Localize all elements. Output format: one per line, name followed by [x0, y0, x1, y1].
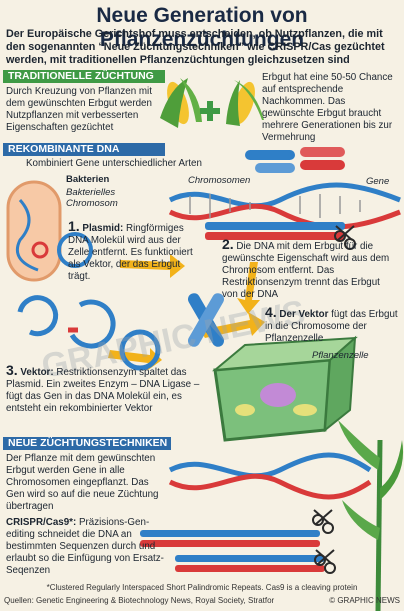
step2-text: 2. Die DNA mit dem Erbgut für die gewüns…	[222, 236, 398, 301]
traditional-right-text: Erbgut hat eine 50-50 Chance auf entspre…	[262, 72, 393, 143]
new-techniques-text: Der Pflanze mit dem gewünschten Erbgut w…	[6, 453, 159, 512]
footnote: *Clustered Regularly Interspaced Short P…	[46, 583, 358, 592]
step1-number: 1.	[68, 218, 80, 234]
intro-text: Der Europäische Gerichtshof muss entsche…	[6, 28, 385, 66]
plus-icon	[200, 101, 220, 121]
crispr-body: Präzisions-Gen-editing schneidet die DNA…	[6, 517, 164, 576]
dna-segment-step2	[205, 222, 345, 240]
page-title: Neue Generation von Pflanzenzüchtungen	[96, 4, 308, 51]
step2-body: Die DNA mit dem Erbgut für die gewünscht…	[222, 241, 390, 300]
source-line: Quellen: Genetic Engineering & Biotechno…	[4, 596, 275, 605]
step1-body: Ringförmiges DNA Molekül wird aus der Ze…	[68, 223, 193, 282]
maize-plant-graphic	[338, 420, 404, 611]
step2-number: 2.	[222, 236, 234, 252]
step4-body: fügt das Erbgut in die Chromosome der Pf…	[265, 309, 398, 344]
dna-strand-bottom	[140, 452, 372, 572]
plasmid-ring-step1	[57, 232, 93, 268]
corn-icon-right	[226, 80, 264, 126]
recombinant-intro: Kombiniert Gene unterschiedlicher Arten	[26, 158, 202, 169]
chromosome-graphic-top	[245, 147, 345, 173]
step4-text: 4. Der Vektor fügt das Erbgut in die Chr…	[265, 304, 400, 345]
step3-title: Vektor:	[20, 367, 54, 378]
step1-text: 1. Plasmid: Ringförmiges DNA Molekül wir…	[68, 218, 196, 283]
bacterium-graphic	[6, 180, 62, 282]
section-header-recombinant: REKOMBINANTE DNA	[3, 143, 165, 156]
corn-icon-left	[160, 78, 202, 128]
step3-number: 3.	[6, 362, 18, 378]
chromosome-x-graphic	[188, 293, 224, 347]
dna-strand-top	[168, 182, 401, 230]
step3-text: 3. Vektor: Restriktionsenzym spaltet das…	[6, 362, 206, 415]
scissors-icon-top	[334, 225, 356, 250]
plasmid-rings-step3	[17, 295, 161, 371]
traditional-left-text: Durch Kreuzung von Pflanzen mit dem gewü…	[6, 86, 152, 133]
label-chromosomes: Chromosomen	[188, 175, 251, 186]
step1-title: Plasmid:	[82, 223, 124, 234]
scissors-icon-bottom	[312, 509, 336, 574]
crispr-text: CRISPR/Cas9*: Präzisions-Gen-editing sch…	[6, 517, 166, 577]
step3-body: Restriktionsenzym spaltet das Plasmid. E…	[6, 367, 200, 414]
plant-cell-graphic	[211, 335, 358, 442]
label-bacterial-chromosome: Bakterielles Chromosom	[66, 187, 118, 209]
step4-title: Der Vektor	[279, 309, 329, 320]
section-header-new-techniques: NEUE ZÜCHTUNGSTECHNIKEN	[3, 437, 171, 450]
crispr-title: CRISPR/Cas9*:	[6, 517, 77, 528]
label-gene: Gene	[366, 176, 390, 187]
label-bacteria: Bakterien	[66, 174, 110, 185]
credit-line: © GRAPHIC NEWS	[329, 596, 400, 605]
section-header-traditional: TRADITIONELLE ZÜCHTUNG	[3, 70, 165, 83]
step4-number: 4.	[265, 304, 277, 320]
label-plant-cell: Pflanzenzelle	[312, 350, 369, 361]
